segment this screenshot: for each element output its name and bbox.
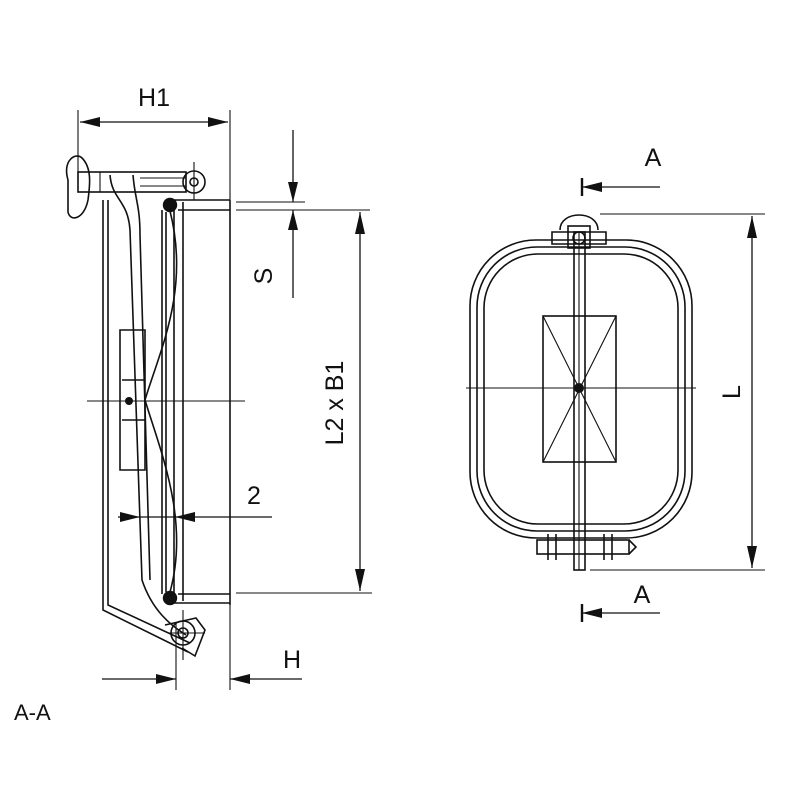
manhole-outline <box>469 239 693 539</box>
section-arrow-top: A <box>580 144 662 196</box>
front-view: A A L <box>466 144 765 622</box>
vertical-bar <box>573 231 586 571</box>
top-screw <box>65 155 206 219</box>
s-label: S <box>250 268 278 285</box>
l-label: L <box>718 385 746 399</box>
two-label: 2 <box>247 482 261 510</box>
l2-b1-label: L2 x B1 <box>321 361 349 446</box>
bottom-hinge <box>164 610 206 660</box>
h-dimension: H <box>102 605 302 690</box>
lid <box>144 210 178 594</box>
h-label: H <box>283 646 301 674</box>
l-dimension: L <box>590 213 765 571</box>
section-a-bottom-label: A <box>634 581 651 609</box>
frame-collar <box>173 199 231 605</box>
side-view: H1 S L2 x B1 2 <box>14 84 372 725</box>
l2-b1-dimension: L2 x B1 <box>236 212 372 594</box>
h1-dimension: H1 <box>77 84 231 200</box>
section-arrow-bottom: A <box>580 581 660 622</box>
bottom-screw <box>536 534 638 560</box>
section-a-top-label: A <box>645 144 662 172</box>
h1-label: H1 <box>138 84 170 112</box>
gasket-dimension: 2 <box>118 482 272 522</box>
s-dimension: S <box>236 130 370 298</box>
top-knob <box>551 214 607 249</box>
handle-arm <box>102 174 191 653</box>
section-label: A-A <box>14 700 51 725</box>
